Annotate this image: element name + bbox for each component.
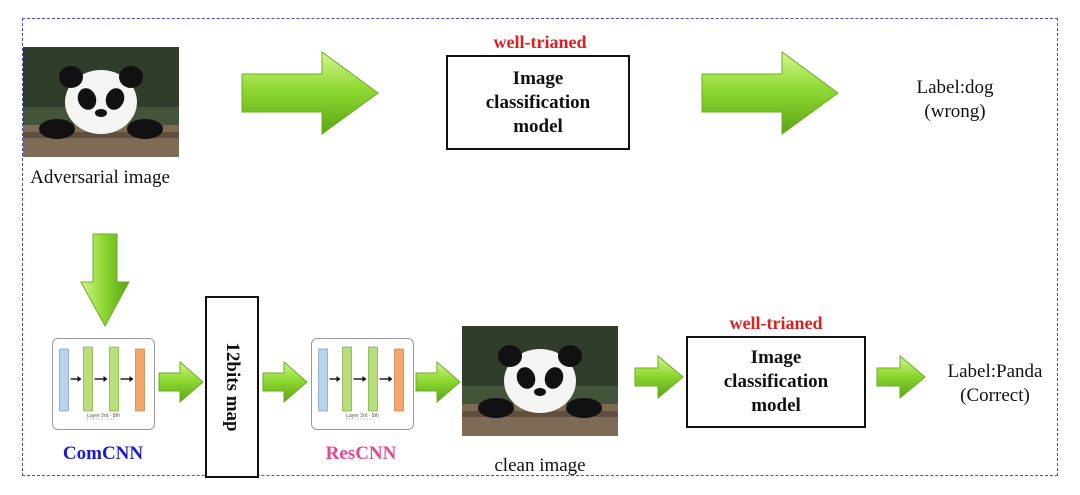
label-text: Label:Panda [947, 361, 1043, 382]
right-arrow-icon [701, 51, 839, 135]
model-box-label: Image classification model [485, 67, 591, 137]
down-arrow-icon [80, 233, 130, 328]
well-trained-tag-top: well-trianed [493, 32, 587, 52]
comcnn-architecture-card: Layer 2rd - 9th [52, 338, 155, 430]
diagram-frame [22, 18, 1058, 476]
well-trained-tag-bottom: well-trianed [729, 313, 823, 333]
panda-photo-icon [23, 47, 179, 157]
adversarial-image-caption: Adversarial image [30, 167, 170, 188]
adversarial-panda-photo [23, 47, 179, 157]
right-arrow-icon [415, 361, 461, 403]
model-box-label: Image classification model [723, 347, 829, 416]
output-label-top: Label:dog (wrong) [880, 76, 1030, 124]
twelve-bits-map-box: 12bits map [205, 296, 259, 478]
panda-photo-icon [462, 326, 618, 436]
comcnn-label: ComCNN [62, 443, 144, 464]
label-text: Label:dog [916, 77, 994, 98]
right-arrow-icon [158, 361, 204, 403]
clean-panda-photo [462, 326, 618, 436]
twelve-bits-map-label: 12bits map [222, 342, 243, 432]
image-classification-model-bottom: Image classification model [686, 336, 866, 428]
rescnn-label: ResCNN [325, 443, 397, 464]
right-arrow-icon [241, 51, 379, 135]
output-label-bottom: Label:Panda (Correct) [920, 360, 1070, 408]
right-arrow-icon [262, 361, 308, 403]
layer-range-caption: Layer 2rd - 9th [346, 413, 379, 419]
label-status: (wrong) [924, 101, 986, 122]
right-arrow-icon [876, 355, 926, 399]
layer-range-caption: Layer 2rd - 9th [87, 413, 120, 419]
right-arrow-icon [634, 355, 684, 399]
clean-image-caption: clean image [494, 455, 586, 476]
label-status: (Correct) [960, 385, 1030, 406]
image-classification-model-top: Image classification model [446, 55, 630, 150]
rescnn-architecture-card: Layer 2rd - 9th [311, 338, 414, 430]
